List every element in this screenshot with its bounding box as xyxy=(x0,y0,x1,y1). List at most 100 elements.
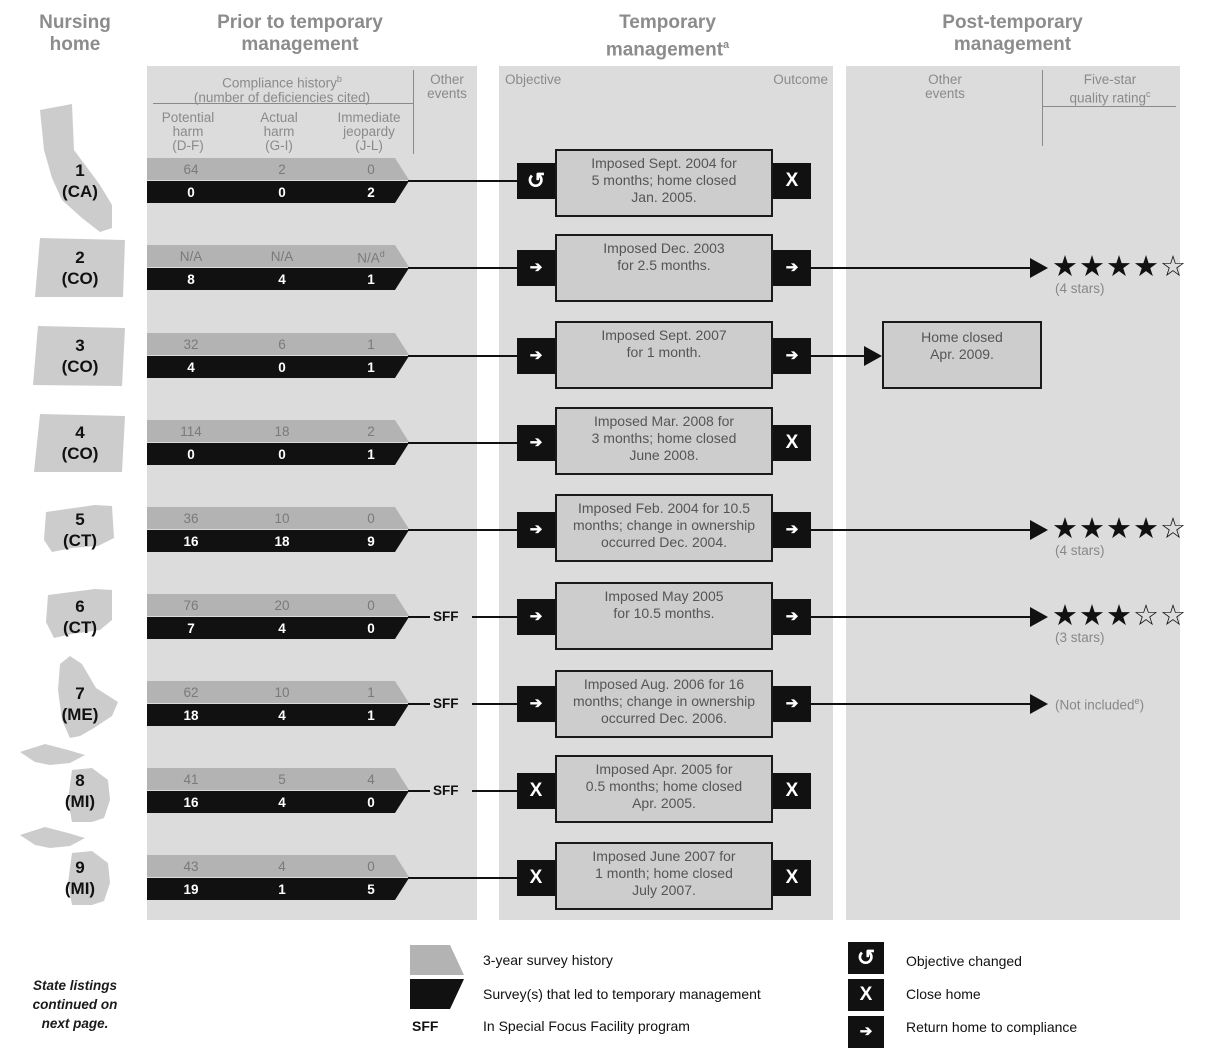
compliance-underline xyxy=(153,103,414,104)
connector-line xyxy=(811,267,1033,269)
box-line: June 2008. xyxy=(629,447,699,463)
star-filled-icon: ★ xyxy=(1133,251,1160,283)
history-value-text: 1 xyxy=(367,337,375,352)
box-line: Apr. 2005. xyxy=(632,795,696,811)
box-line: occurred Dec. 2004. xyxy=(600,534,728,550)
michigan-shape-icon-2 xyxy=(20,827,110,905)
history-value-text: 0 xyxy=(367,511,375,526)
history-value-text: 2 xyxy=(367,424,375,439)
box-line: for 10.5 months. xyxy=(613,605,715,621)
home-number: 2 xyxy=(75,248,85,267)
home-state: (MI) xyxy=(64,792,96,811)
history-value: 0 xyxy=(341,598,401,613)
home-state: (CA) xyxy=(62,182,98,201)
legend-led-label: Survey(s) that led to temporary manageme… xyxy=(483,986,761,1002)
home-number: 1 xyxy=(75,161,85,180)
connector-line xyxy=(408,180,518,182)
led-value: 16 xyxy=(183,795,199,810)
history-value: 32 xyxy=(161,337,221,352)
legend-close-home-icon: X xyxy=(848,979,884,1011)
stars-note: (3 stars) xyxy=(1055,630,1105,645)
history-value: 0 xyxy=(341,859,401,874)
led-value: 0 xyxy=(278,360,286,375)
footnote-mark: d xyxy=(379,249,385,259)
history-value: 1 xyxy=(341,337,401,352)
star-empty-icon: ☆ xyxy=(1133,600,1160,632)
legend-led-swatch xyxy=(410,979,464,1009)
history-bars xyxy=(147,158,409,203)
history-value: 18 xyxy=(252,424,312,439)
led-bar xyxy=(147,530,409,552)
history-value: N/A xyxy=(161,249,221,264)
led-value: 4 xyxy=(278,708,286,723)
state-silhouettes xyxy=(20,104,125,905)
stars-note: (4 stars) xyxy=(1055,281,1105,296)
history-bars xyxy=(147,594,409,639)
led-bar xyxy=(147,181,409,203)
history-value-text: 20 xyxy=(274,598,290,613)
box-line: 5 months; home closed xyxy=(591,172,737,188)
california-shape-icon xyxy=(40,104,112,232)
led-value: 1 xyxy=(278,882,286,897)
history-value-text: 114 xyxy=(180,424,202,439)
history-value-text: 0 xyxy=(367,859,375,874)
history-bar xyxy=(147,333,409,355)
history-value-text: 10 xyxy=(274,685,290,700)
connector-line xyxy=(472,790,518,792)
legend-sff-label: In Special Focus Facility program xyxy=(483,1018,690,1034)
star-filled-icon: ★ xyxy=(1133,513,1160,545)
led-value: 8 xyxy=(187,272,195,287)
compliance-arrow-icon: ➔ xyxy=(517,338,555,374)
home-number: 4 xyxy=(75,423,85,442)
led-value: 0 xyxy=(367,795,375,810)
five-star-underline xyxy=(1043,106,1176,107)
connector-line xyxy=(811,703,1033,705)
history-value-text: 62 xyxy=(183,685,199,700)
history-bars xyxy=(147,420,409,465)
box-line: Imposed Apr. 2005 for xyxy=(595,761,733,777)
box-line: for 1 month. xyxy=(626,344,702,360)
five-star-divider xyxy=(1042,70,1043,146)
sff-label: SFF xyxy=(433,609,459,624)
history-value: 62 xyxy=(161,685,221,700)
history-bar xyxy=(147,245,409,267)
connector-line xyxy=(408,529,518,531)
sff-label: SFF xyxy=(433,696,459,711)
connector-line xyxy=(408,267,518,269)
box-line: Imposed June 2007 for xyxy=(592,848,736,864)
history-value: 1 xyxy=(341,685,401,700)
history-value: 0 xyxy=(341,162,401,177)
colorado-shape-icon xyxy=(35,238,125,297)
history-value: 41 xyxy=(161,772,221,787)
box-line: Imposed Dec. 2003 xyxy=(603,240,725,256)
box-line: Imposed May 2005 xyxy=(604,588,724,604)
home-label: 6(CT) xyxy=(45,596,115,638)
outcome-header: Outcome xyxy=(773,72,828,87)
box-line: 0.5 months; home closed xyxy=(585,778,743,794)
history-value: 2 xyxy=(252,162,312,177)
led-bar xyxy=(147,356,409,378)
star-empty-icon: ☆ xyxy=(1160,251,1187,283)
history-value: 5 xyxy=(252,772,312,787)
history-value-text: 76 xyxy=(183,598,199,613)
led-value: 2 xyxy=(367,185,375,200)
objective-changed-icon: ↺ xyxy=(517,163,555,199)
michigan-shape-icon xyxy=(20,744,110,822)
led-bar xyxy=(147,878,409,900)
legend-close-label: Close home xyxy=(906,986,981,1002)
home-state: (MI) xyxy=(64,879,96,898)
connector-line xyxy=(408,616,430,618)
star-filled-icon: ★ xyxy=(1079,513,1106,545)
history-value: 2 xyxy=(341,424,401,439)
history-bars xyxy=(147,768,409,813)
legend-history-label: 3-year survey history xyxy=(483,952,613,968)
